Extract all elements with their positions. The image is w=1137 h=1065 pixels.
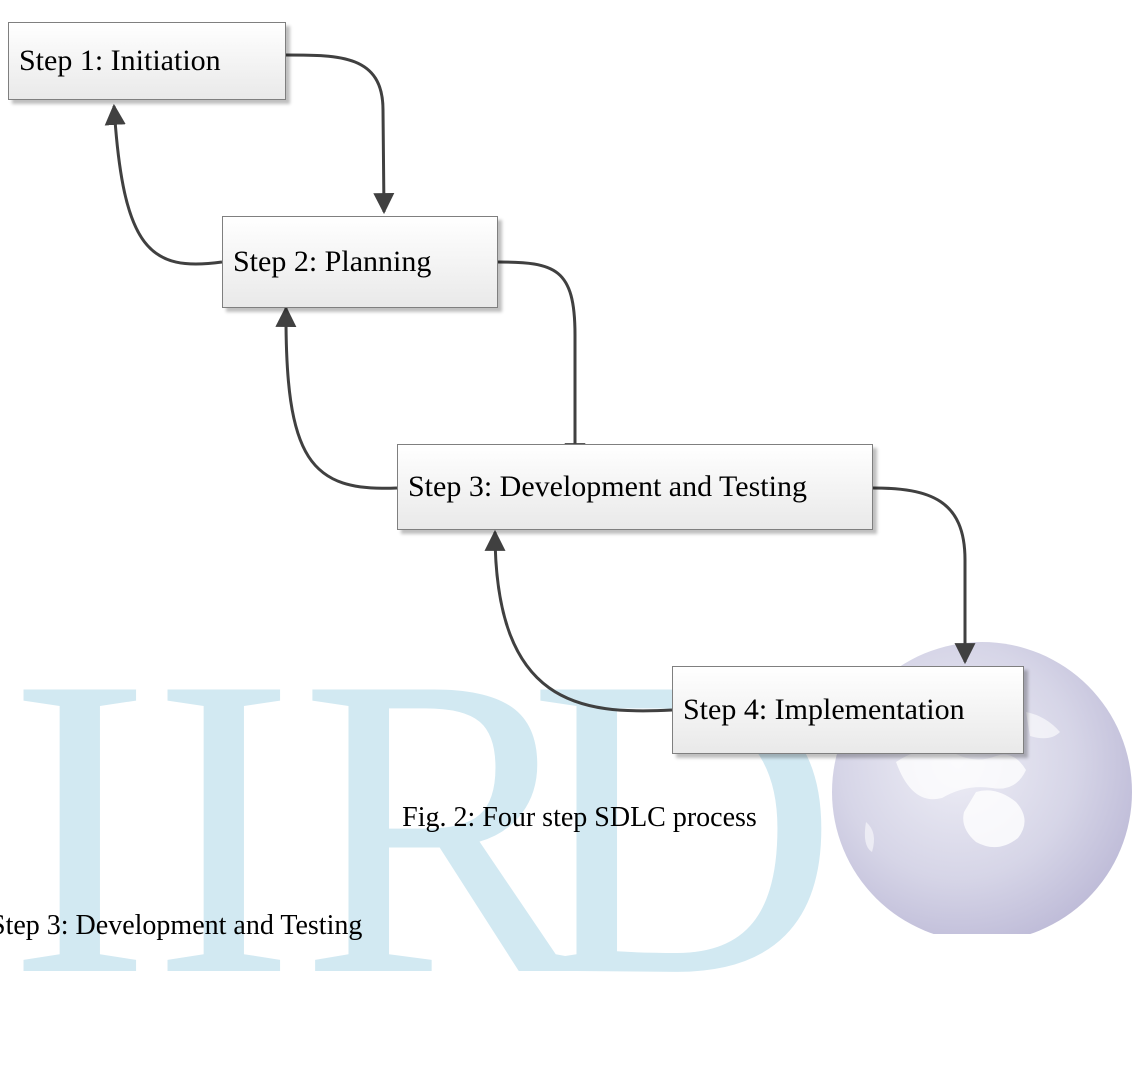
figure-caption: Fig. 2: Four step SDLC process [402,802,757,833]
arrow-step1-to-step2 [285,53,395,215]
step-1-initiation-box: Step 1: Initiation [8,22,286,100]
connector-layer [104,53,976,713]
step-label: Step 1: Initiation [19,44,221,77]
step-4-implementation-box: Step 4: Implementation [672,666,1024,754]
arrow-step3-to-step4 [872,486,976,665]
arrow-step2-to-step3 [497,260,586,465]
arrow-step2-to-step1 [104,103,223,266]
arrow-step4-to-step3 [484,529,673,713]
arrow-step3-to-step2 [275,305,398,490]
section-heading-partial: Step 3: Development and Testing [0,910,363,941]
step-2-planning-box: Step 2: Planning [222,216,498,308]
step-label: Step 2: Planning [233,245,432,278]
step-3-development-testing-box: Step 3: Development and Testing [397,444,873,530]
step-label: Step 3: Development and Testing [408,470,807,503]
step-label: Step 4: Implementation [683,693,965,726]
